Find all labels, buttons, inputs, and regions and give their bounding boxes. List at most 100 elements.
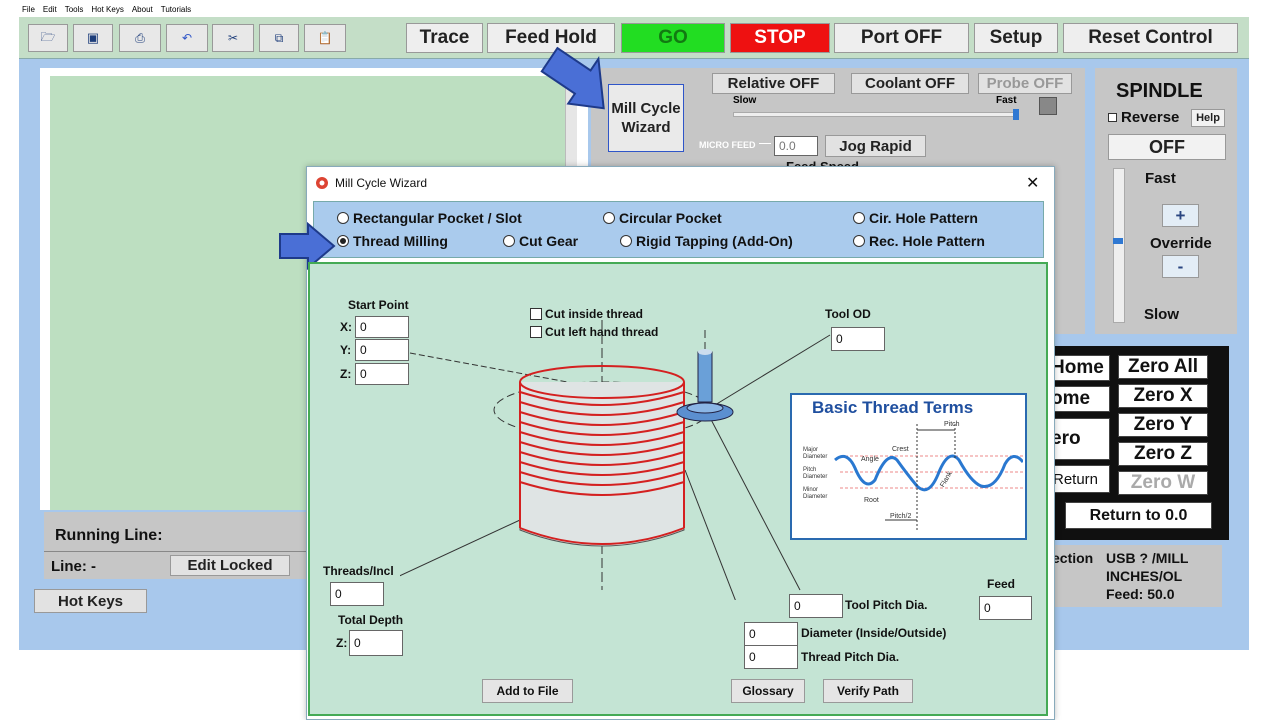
trace-button[interactable]: Trace — [406, 23, 483, 53]
cycle-type-options — [313, 201, 1044, 258]
open-button[interactable]: 🗁 — [28, 24, 68, 52]
diameter-input[interactable]: 0 — [744, 622, 798, 646]
menu-edit[interactable]: Edit — [42, 4, 57, 14]
glossary-button[interactable]: Glossary — [731, 679, 805, 703]
feed-hold-button[interactable]: Feed Hold — [487, 23, 615, 53]
return-to-zero-button[interactable]: Return to 0.0 — [1065, 502, 1212, 529]
reset-control-button[interactable]: Reset Control — [1063, 23, 1238, 53]
go-button[interactable]: GO — [621, 23, 725, 53]
radio-icon — [853, 235, 865, 247]
option-rectangular-pocket[interactable]: Rectangular Pocket / Slot — [337, 210, 522, 226]
option-rec-hole-pattern[interactable]: Rec. Hole Pattern — [853, 233, 985, 249]
start-x-input[interactable]: 0 — [355, 316, 409, 338]
spindle-help-button[interactable]: Help — [1191, 109, 1225, 127]
zero-x-button[interactable]: Zero X — [1118, 384, 1208, 408]
threads-per-inch-label: Threads/Incl — [323, 564, 394, 578]
relative-button[interactable]: Relative OFF — [712, 73, 835, 94]
pointer-arrow-icon — [540, 46, 605, 110]
zero-z-button[interactable]: Zero Z — [1118, 442, 1208, 466]
copy-button[interactable]: ⧉ — [259, 24, 299, 52]
undo-button[interactable]: ↶ — [166, 24, 208, 52]
major-diameter-label: Major Diameter — [803, 447, 828, 460]
line-label: Line: - — [51, 558, 96, 575]
reverse-checkbox[interactable] — [1108, 113, 1117, 122]
menu-about[interactable]: About — [131, 4, 153, 14]
radio-icon — [337, 212, 349, 224]
paste-button[interactable]: 📋 — [304, 24, 346, 52]
folder-icon: 🗁 — [40, 29, 56, 44]
save-button[interactable]: ▣ — [73, 24, 113, 52]
micro-feed-input[interactable]: 0.0 — [774, 136, 818, 156]
add-to-file-button[interactable]: Add to File — [482, 679, 573, 703]
option-rigid-tapping[interactable]: Rigid Tapping (Add-On) — [620, 233, 793, 249]
radio-icon — [853, 212, 865, 224]
option-thread-milling[interactable]: Thread Milling — [337, 233, 448, 249]
menu-tools[interactable]: Tools — [64, 4, 84, 14]
menu-hot-keys[interactable]: Hot Keys — [91, 4, 124, 14]
speed-slider-thumb[interactable] — [1013, 109, 1019, 120]
pitch-diameter-label: Pitch Diameter — [803, 467, 828, 480]
running-line-panel — [44, 512, 308, 552]
setup-button[interactable]: Setup — [974, 23, 1058, 53]
verify-path-button[interactable]: Verify Path — [823, 679, 913, 703]
dialog-title: Mill Cycle Wizard — [335, 176, 428, 190]
undo-icon: ↶ — [181, 31, 193, 45]
thread-pitch-dia-input[interactable]: 0 — [744, 645, 798, 669]
option-circular-pocket[interactable]: Circular Pocket — [603, 210, 722, 226]
slow-label: Slow — [733, 95, 757, 106]
checkbox-icon — [530, 308, 542, 320]
fast-label: Fast — [996, 95, 1017, 106]
override-thumb[interactable] — [1113, 238, 1123, 244]
total-depth-z-label: Z: — [336, 636, 348, 650]
spindle-plus-button[interactable]: + — [1162, 204, 1199, 227]
total-depth-input[interactable]: 0 — [349, 630, 403, 656]
start-z-input[interactable]: 0 — [355, 363, 409, 385]
tool-pitch-dia-input[interactable]: 0 — [789, 594, 843, 618]
threads-per-inch-input[interactable]: 0 — [330, 582, 384, 606]
pointer-arrow-2-icon — [279, 222, 336, 271]
close-icon[interactable]: ✕ — [1026, 175, 1040, 192]
tool-od-label: Tool OD — [825, 307, 871, 321]
thread-terms-title: Basic Thread Terms — [812, 398, 974, 417]
micro-feed-dash — [759, 143, 771, 144]
radio-icon — [620, 235, 632, 247]
feed-input[interactable]: 0 — [979, 596, 1032, 620]
option-cir-hole-pattern[interactable]: Cir. Hole Pattern — [853, 210, 978, 226]
mill-cycle-wizard-button[interactable]: Mill Cycle Wizard — [608, 84, 684, 152]
zero-all-button[interactable]: Zero All — [1118, 355, 1208, 379]
menu-file[interactable]: File — [22, 4, 35, 14]
cut-left-hand-thread-checkbox[interactable]: Cut left hand thread — [530, 325, 658, 339]
spindle-minus-button[interactable]: - — [1162, 255, 1199, 278]
thread-terms-image — [790, 393, 1027, 540]
zero-w-button[interactable]: Zero W — [1118, 471, 1208, 495]
print-button[interactable]: ⎙ — [119, 24, 161, 52]
speed-slider-track[interactable] — [733, 112, 1019, 117]
port-button[interactable]: Port OFF — [834, 23, 969, 53]
feed-speed-label: Feed Speed — [786, 159, 859, 167]
x-label: X: — [340, 320, 352, 334]
cut-icon: ✂ — [227, 31, 239, 45]
override-slider[interactable] — [1113, 168, 1125, 323]
stop-button[interactable]: STOP — [730, 23, 830, 53]
z-label: Z: — [340, 367, 352, 381]
zero-y-button[interactable]: Zero Y — [1118, 413, 1208, 437]
crest-label: Crest — [892, 446, 909, 453]
option-cut-gear[interactable]: Cut Gear — [503, 233, 578, 249]
cut-button[interactable]: ✂ — [212, 24, 254, 52]
radio-icon — [603, 212, 615, 224]
menu-tutorials[interactable]: Tutorials — [160, 4, 192, 14]
edit-locked-button[interactable]: Edit Locked — [170, 555, 290, 576]
hot-keys-button[interactable]: Hot Keys — [34, 589, 147, 613]
cut-inside-thread-checkbox[interactable]: Cut inside thread — [530, 307, 643, 321]
y-label: Y: — [340, 343, 352, 357]
feed-label: Feed — [987, 577, 1016, 591]
tool-od-input[interactable]: 0 — [831, 327, 885, 351]
start-y-input[interactable]: 0 — [355, 339, 409, 361]
coolant-button[interactable]: Coolant OFF — [851, 73, 969, 94]
probe-button[interactable]: Probe OFF — [978, 73, 1072, 94]
spindle-slow-label: Slow — [1144, 306, 1180, 323]
radio-selected-icon — [337, 235, 349, 247]
micro-feed-label: MICRO FEED — [699, 140, 756, 150]
jog-rapid-button[interactable]: Jog Rapid — [825, 135, 926, 157]
running-line-label: Running Line: — [55, 527, 163, 544]
